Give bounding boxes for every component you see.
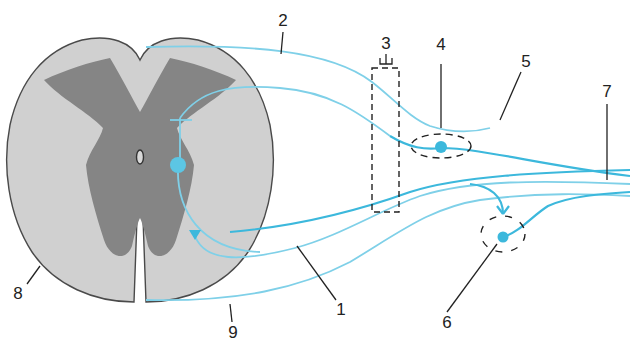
callout-number: 1 xyxy=(336,301,345,319)
callout-number: 9 xyxy=(228,324,237,342)
callout-number: 6 xyxy=(442,314,451,332)
sensory-cell-body xyxy=(435,141,447,153)
synapse-terminal xyxy=(189,230,201,240)
callout-number: 5 xyxy=(521,53,530,71)
autonomic-ganglion-outline xyxy=(481,216,525,252)
motor-neuron-body xyxy=(170,157,186,173)
callout-number: 3 xyxy=(381,35,390,53)
callout-number: 7 xyxy=(602,83,611,101)
ganglion-cell-body xyxy=(498,232,509,243)
callout-number: 8 xyxy=(13,285,22,303)
callout-number: 2 xyxy=(278,12,287,30)
white-matter xyxy=(7,38,274,302)
spinal-ganglion-outline xyxy=(411,134,471,158)
sensory-and-motor-axons xyxy=(230,136,630,237)
grey-matter xyxy=(44,58,236,256)
dashed-region xyxy=(372,68,399,212)
central-canal xyxy=(137,150,144,164)
nerve-fibres xyxy=(146,46,630,300)
leader-lines xyxy=(27,32,607,322)
callout-number: 4 xyxy=(436,36,445,54)
